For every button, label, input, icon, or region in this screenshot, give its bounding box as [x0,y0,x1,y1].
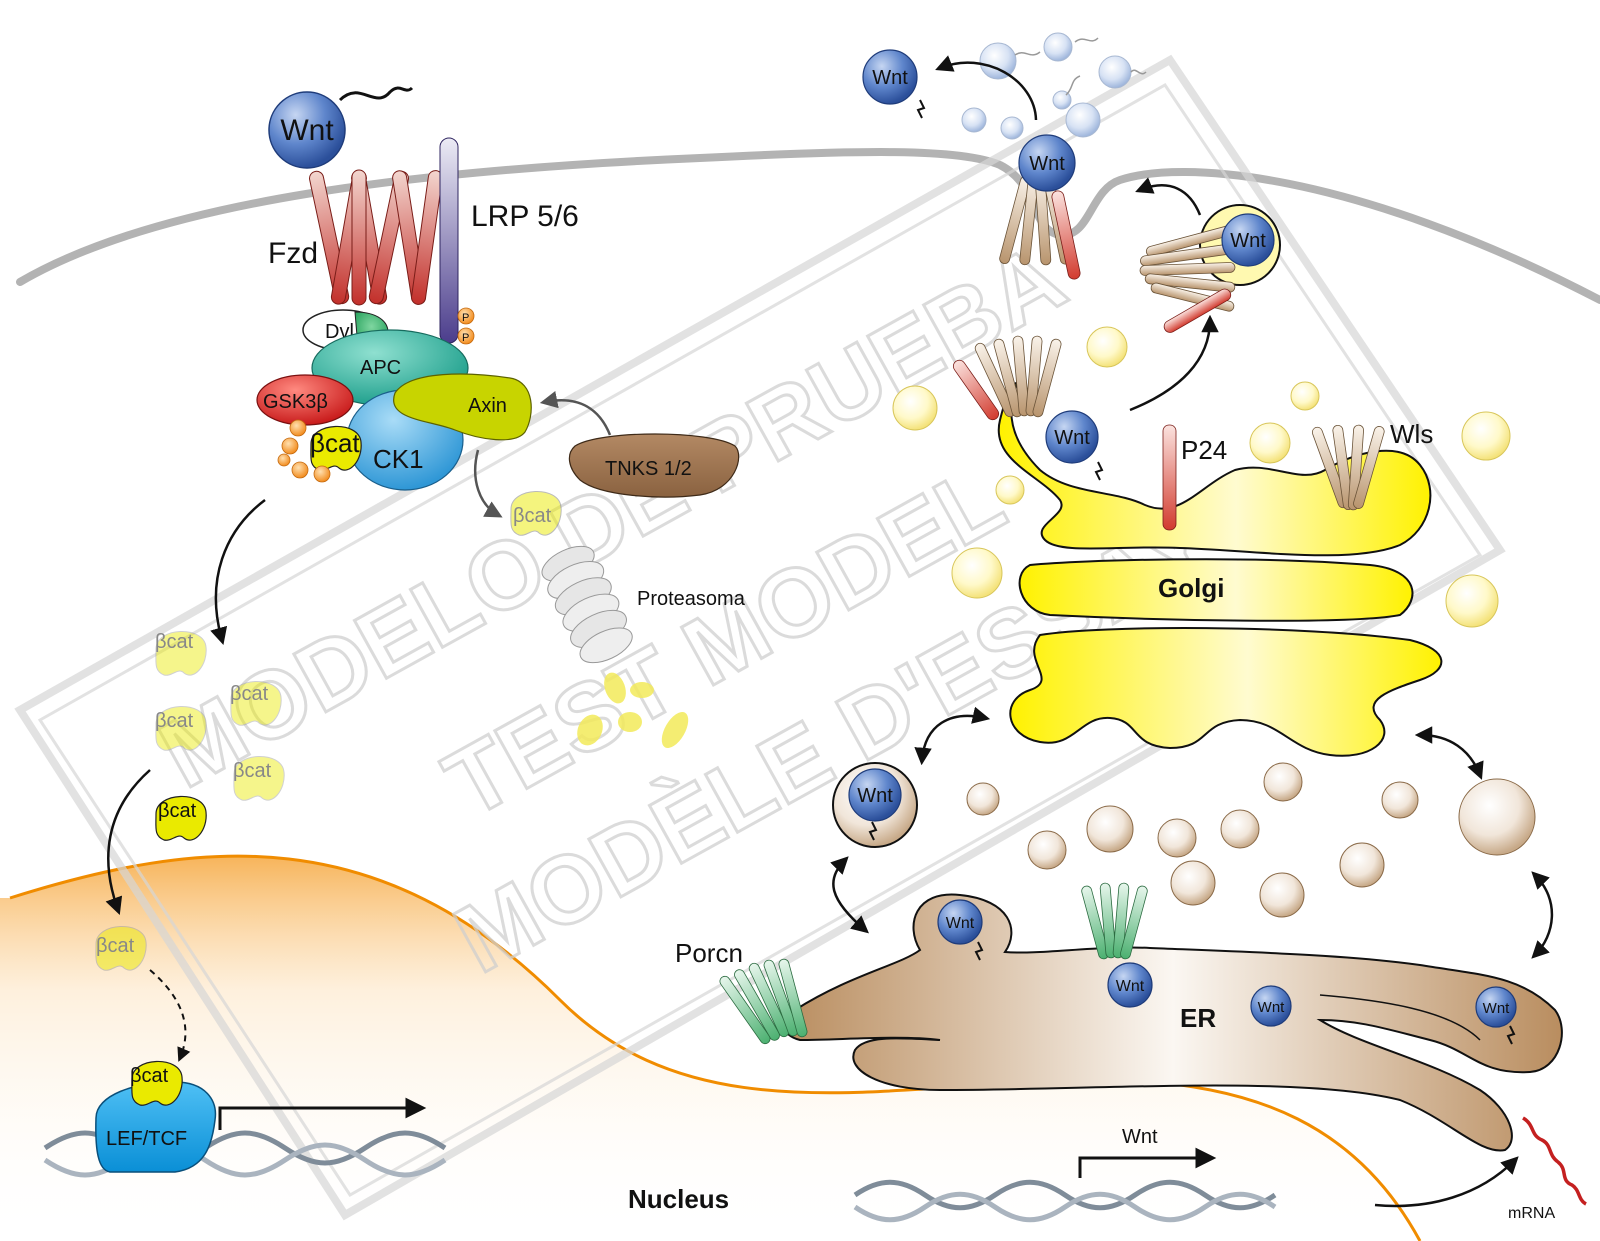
porcn-enzyme [719,958,808,1045]
transcription-arrow-right [1078,1147,1217,1178]
wnt-er-lumen-label: Wnt [1258,999,1286,1016]
release-arrow [935,55,1038,121]
wnt-er-porcn-label: Wnt [1116,978,1145,995]
wnt-er-bud [937,899,983,945]
axin-label: Axin [468,395,507,417]
wnt-at-membrane-label: Wnt [1029,153,1065,175]
wnt-er-right-label: Wnt [1483,1000,1511,1017]
axin-protein [392,373,532,441]
plasma-membrane [16,148,1600,304]
porcn-enzyme-er-top [1081,882,1148,960]
wnt-er-porcn [1107,962,1153,1008]
er-vesicle-arrow [830,856,869,934]
wnt-gene-label: Wnt [1122,1126,1158,1148]
wls-label: Wls [1390,419,1433,449]
wls-golgi-left [952,335,1062,421]
p24-label: P24 [1181,435,1227,465]
gsk3b-label: GSK3β [263,391,328,413]
p24-protein [1162,424,1177,531]
cytosolic-bcat-2-label: βcat [230,683,269,705]
wnt-lipid-tail [338,86,414,102]
golgi-vesicles [892,326,1511,628]
fzd-label: Fzd [268,237,318,270]
transcription-arrow-left [218,1097,427,1130]
wnt-in-vesicle [1221,213,1275,267]
vesicle-er-right-arrow [1531,871,1554,959]
phosphate-lrp-1 [457,307,475,325]
tnks-protein [568,433,740,498]
golgi-label: Golgi [1158,573,1224,603]
proteasome-label: Proteasoma [637,588,746,610]
wnt-released [862,49,918,105]
cytosolic-bcat-4-label: βcat [233,760,272,782]
exosome-cluster [961,32,1132,140]
tnks-label: TNKS 1/2 [605,458,692,480]
nuclear-bcat-label: βcat [96,935,135,957]
phosphate-lrp-2-label: P [462,332,469,344]
wnt-released-label: Wnt [872,67,908,89]
wls-golgi-right [1311,424,1385,511]
wnt-ligand-receptor-label: Wnt [280,114,334,147]
wnt-ligand-receptor [268,91,346,169]
exosome-tails [1014,37,1147,96]
mrna-strand [1522,1116,1587,1206]
bcat-to-proteasome-label: βcat [513,505,552,527]
tnks-to-axin-arrow [539,391,612,436]
wnt-at-membrane [1018,134,1076,192]
wnt-er-lumen [1250,985,1292,1027]
bcat-in-complex-label: βcat [310,428,360,458]
golgi-apparatus [997,380,1443,757]
vesicle-to-membrane-arrow [1135,177,1202,216]
fzd-receptor [309,169,443,306]
cytosolic-bcat-3-label: βcat [155,710,194,732]
bcat-to-tcf-dashed-arrow [149,969,191,1062]
vesicle-golgi-arrow [914,706,991,766]
nucleus-label: Nucleus [628,1184,729,1214]
lrp-label: LRP 5/6 [471,200,579,233]
wnt-at-golgi [1045,410,1099,464]
lef-tcf-label: LEF/TCF [106,1128,187,1150]
wnt-in-copii-vesicle [848,768,902,822]
phosphate-lrp-2 [457,327,475,345]
golgi-to-vesicle-arrow [1129,314,1219,412]
proteasome [541,545,633,664]
apc-label: APC [360,357,401,379]
dna-helix-right [853,1179,1277,1223]
er-label: ER [1180,1003,1216,1033]
wnt-er-right [1475,986,1517,1028]
phosphates-bcat [277,419,331,483]
wnt-in-vesicle-label: Wnt [1230,230,1266,252]
phosphate-lrp-1-label: P [462,312,469,324]
wnt-at-golgi-label: Wnt [1054,427,1090,449]
cytosolic-bcat-5-label: βcat [158,800,197,822]
tcf-bound-bcat-label: βcat [130,1065,169,1087]
porcn-label: Porcn [675,938,743,968]
golgi-vesicle-right-arrow [1414,726,1484,780]
complex-to-cytosol-arrow [210,499,266,646]
er-golgi-vesicles [966,762,1536,918]
mrna-label: mRNA [1508,1205,1555,1222]
cytosolic-bcat-1-label: βcat [155,631,194,653]
nuclear-envelope [9,854,1422,1241]
lrp-receptor [439,137,459,344]
wnt-er-bud-label: Wnt [946,915,975,932]
degraded-bcat-fragments [577,672,689,749]
bcat-to-nucleus-arrow [105,769,151,915]
wnt-in-copii-vesicle-label: Wnt [857,785,893,807]
axin-to-proteasome-arrow [473,449,503,518]
ck1-label: CK1 [373,444,424,474]
wls-in-vesicle [1139,225,1236,333]
mrna-export-arrow [1374,1156,1519,1208]
nucleus-region [0,856,1420,1241]
